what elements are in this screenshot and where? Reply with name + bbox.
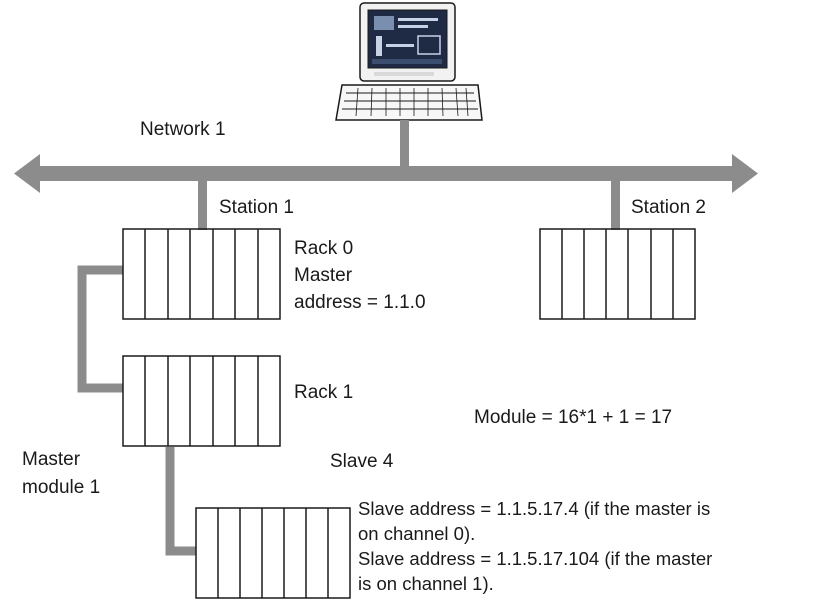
slave-note-line-4: is on channel 1). — [358, 573, 494, 594]
slave-note-line-1: Slave address = 1.1.5.17.4 (if the maste… — [358, 498, 711, 519]
network-label: Network 1 — [140, 119, 226, 140]
rack-0-address: address = 1.1.0 — [294, 292, 426, 313]
module-formula: Module = 16*1 + 1 = 17 — [474, 407, 673, 428]
slave-note-line-2: on channel 0). — [358, 523, 476, 544]
rack-0 — [122, 228, 281, 320]
rack-1 — [122, 355, 281, 447]
computer-drop-line — [400, 120, 409, 168]
rack-0-caption: Rack 0 Master address = 1.1.0 — [294, 238, 426, 314]
master-module-line-1: Master — [22, 449, 81, 470]
rack-0-title: Rack 0 — [294, 238, 354, 259]
rack-1-label: Rack 1 — [294, 382, 354, 403]
slave-rack — [195, 507, 351, 599]
network-bus — [14, 154, 758, 193]
slave-label: Slave 4 — [330, 451, 394, 472]
master-module-caption: Master module 1 — [22, 449, 100, 499]
station-2-rack — [539, 228, 696, 320]
rack1-slave-link — [165, 447, 196, 556]
rack-0-role: Master — [294, 265, 353, 286]
station-2-drop-line — [611, 181, 620, 230]
master-module-line-2: module 1 — [22, 477, 101, 498]
station-1-drop-line — [198, 181, 207, 230]
slave-note-line-3: Slave address = 1.1.5.17.104 (if the mas… — [358, 548, 713, 569]
slave-address-note: Slave address = 1.1.5.17.4 (if the maste… — [358, 496, 712, 596]
station-2-label: Station 2 — [631, 197, 706, 218]
computer-icon — [335, 2, 483, 121]
station-1-label: Station 1 — [219, 197, 294, 218]
rack0-rack1-link — [77, 265, 123, 393]
